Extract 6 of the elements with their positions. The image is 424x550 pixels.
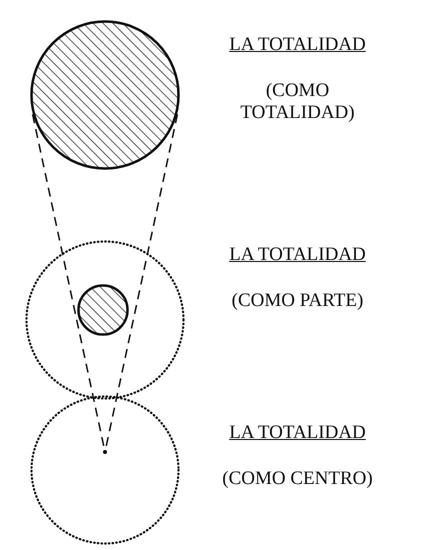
caption-text: (COMO PARTE) — [232, 290, 364, 312]
caption-heading: LA TOTALIDAD — [229, 422, 366, 444]
caption-text: (COMO CENTRO) — [222, 468, 373, 490]
caption-heading: LA TOTALIDAD — [229, 244, 366, 266]
caption-text: (COMO TOTALIDAD) — [239, 80, 356, 124]
caption-heading: LA TOTALIDAD — [229, 34, 366, 56]
